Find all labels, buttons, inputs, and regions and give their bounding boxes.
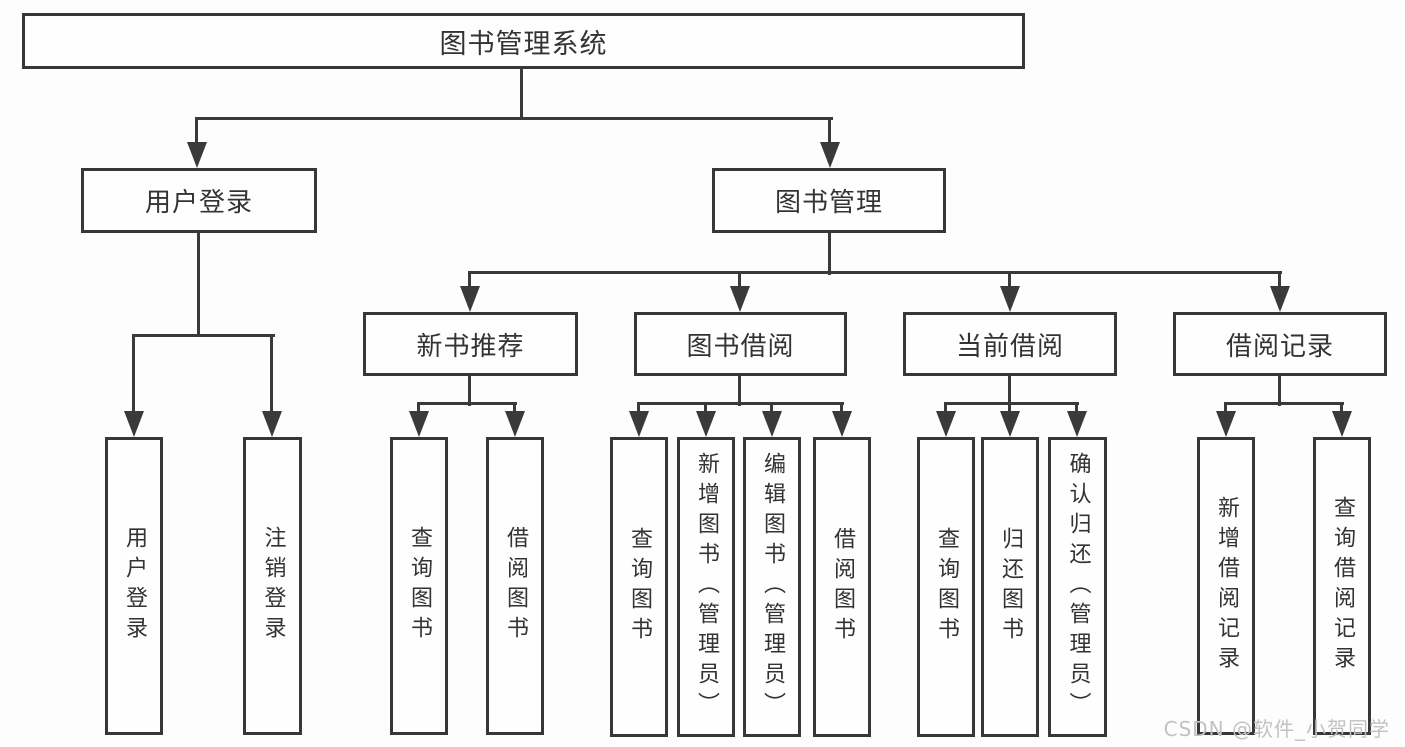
arrow-down-icon — [505, 411, 525, 437]
connector-vline — [637, 402, 640, 415]
connector-vline — [944, 402, 947, 415]
connector-vline — [828, 233, 831, 275]
leaf-nb-borrow-books-label: 借阅图书 — [503, 526, 528, 646]
connector-vline — [1340, 402, 1343, 415]
connector-vline — [195, 117, 198, 147]
arrow-down-icon — [629, 411, 649, 437]
connector-vline — [1278, 376, 1281, 406]
leaf-bb-add-books-admin-label: 新增图书（管理员） — [694, 452, 719, 722]
connector-vline — [270, 334, 273, 414]
connector-vline — [1008, 402, 1011, 415]
connector-vline — [1224, 402, 1227, 415]
connector-vline — [738, 271, 741, 289]
connector-vline — [520, 66, 523, 120]
leaf-bb-query-books: 查询图书 — [610, 437, 668, 737]
leaf-nb-borrow-books: 借阅图书 — [486, 437, 544, 735]
connector-hline — [944, 402, 1079, 405]
node-user-login: 用户登录 — [81, 168, 317, 233]
leaf-br-add-record: 新增借阅记录 — [1197, 437, 1255, 735]
connector-vline — [1278, 271, 1281, 289]
arrow-down-icon — [460, 286, 480, 312]
leaf-user-login-label: 用户登录 — [122, 526, 147, 646]
arrow-down-icon — [1270, 286, 1290, 312]
node-library-system-label: 图书管理系统 — [439, 28, 608, 60]
leaf-br-query-record-label: 查询借阅记录 — [1330, 496, 1355, 676]
node-user-login-label: 用户登录 — [144, 188, 253, 218]
node-new-book-recommend-label: 新书推荐 — [416, 331, 525, 362]
node-book-management-label: 图书管理 — [774, 188, 883, 218]
connector-vline — [840, 402, 843, 415]
arrow-down-icon — [262, 411, 282, 437]
node-library-system: 图书管理系统 — [22, 13, 1025, 69]
connector-vline — [468, 376, 471, 406]
leaf-cb-return-books: 归还图书 — [981, 437, 1039, 737]
watermark: CSDN @软件_小贺同学 — [1163, 717, 1390, 741]
arrow-down-icon — [936, 411, 956, 437]
leaf-logout-label: 注销登录 — [260, 526, 286, 646]
connector-vline — [1008, 376, 1011, 406]
leaf-bb-query-books-label: 查询图书 — [627, 527, 652, 647]
leaf-bb-borrow-books-label: 借阅图书 — [830, 527, 855, 647]
node-borrow-records-label: 借阅记录 — [1225, 331, 1334, 362]
arrow-down-icon — [1067, 411, 1087, 437]
arrow-down-icon — [730, 286, 750, 312]
arrow-down-icon — [762, 411, 782, 437]
leaf-user-login: 用户登录 — [105, 437, 163, 735]
arrow-down-icon — [820, 142, 840, 168]
leaf-nb-query-books-label: 查询图书 — [407, 526, 432, 646]
node-book-borrow-label: 图书借阅 — [686, 331, 795, 362]
node-new-book-recommend: 新书推荐 — [363, 312, 578, 376]
connector-vline — [132, 334, 135, 414]
leaf-logout: 注销登录 — [243, 437, 302, 735]
connector-vline — [513, 402, 516, 415]
connector-vline — [770, 402, 773, 415]
connector-hline — [637, 402, 844, 405]
leaf-cb-confirm-return-admin-label: 确认归还（管理员） — [1065, 452, 1091, 722]
arrow-down-icon — [1216, 411, 1236, 437]
leaf-nb-query-books: 查询图书 — [390, 437, 448, 735]
leaf-bb-edit-books-admin-label: 编辑图书（管理员） — [760, 452, 785, 722]
leaf-cb-query-books-label: 查询图书 — [934, 527, 959, 647]
arrow-down-icon — [1332, 411, 1352, 437]
arrow-down-icon — [832, 411, 852, 437]
connector-hline — [417, 402, 517, 405]
arrow-down-icon — [1000, 286, 1020, 312]
leaf-bb-add-books-admin: 新增图书（管理员） — [677, 437, 735, 737]
node-book-management: 图书管理 — [712, 168, 946, 233]
connector-vline — [417, 402, 420, 415]
connector-hline — [132, 334, 275, 337]
connector-vline — [704, 402, 707, 415]
arrow-down-icon — [696, 411, 716, 437]
node-borrow-records: 借阅记录 — [1173, 312, 1387, 376]
leaf-br-query-record: 查询借阅记录 — [1313, 437, 1371, 735]
connector-vline — [738, 376, 741, 406]
arrow-down-icon — [1000, 411, 1020, 437]
arrow-down-icon — [124, 411, 144, 437]
leaf-cb-query-books: 查询图书 — [917, 437, 975, 737]
connector-hline — [195, 117, 833, 120]
leaf-br-add-record-label: 新增借阅记录 — [1214, 496, 1239, 676]
node-current-borrow: 当前借阅 — [903, 312, 1117, 376]
connector-vline — [1075, 402, 1078, 415]
connector-hline — [468, 271, 1282, 274]
arrow-down-icon — [187, 142, 207, 168]
leaf-cb-return-books-label: 归还图书 — [998, 527, 1023, 647]
arrow-down-icon — [409, 411, 429, 437]
leaf-bb-borrow-books: 借阅图书 — [813, 437, 871, 737]
connector-vline — [828, 117, 831, 147]
node-book-borrow: 图书借阅 — [634, 312, 847, 376]
connector-vline — [468, 271, 471, 289]
leaf-bb-edit-books-admin: 编辑图书（管理员） — [743, 437, 801, 737]
connector-vline — [1008, 271, 1011, 289]
node-current-borrow-label: 当前借阅 — [955, 331, 1064, 362]
connector-vline — [197, 233, 200, 337]
connector-hline — [1224, 402, 1344, 405]
leaf-cb-confirm-return-admin: 确认归还（管理员） — [1048, 437, 1107, 737]
